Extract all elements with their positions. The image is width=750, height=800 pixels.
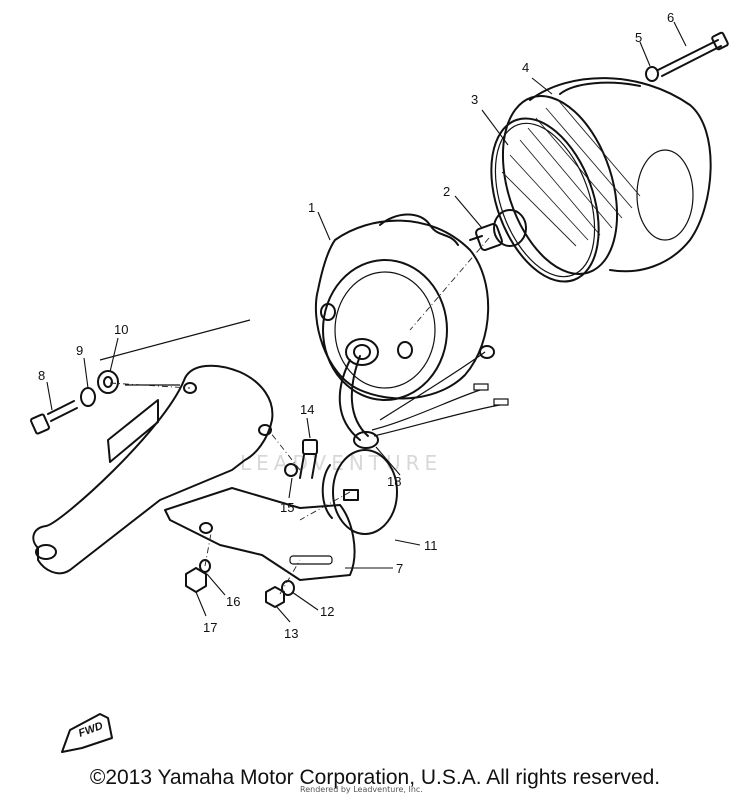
callout-11: 11 (424, 538, 438, 553)
part-5-washer (645, 66, 659, 82)
part-8-bolt (29, 400, 78, 435)
callout-9: 9 (76, 343, 83, 358)
callout-15: 15 (280, 500, 294, 515)
fwd-arrow-icon: FWD (61, 713, 113, 753)
callout-1: 1 (308, 200, 315, 215)
part-16-washer (199, 559, 211, 573)
callout-4: 4 (522, 60, 529, 75)
fwd-label: FWD (77, 720, 105, 740)
construction-lines (109, 237, 490, 595)
rendered-by-credit: Rendered by Leadventure, Inc. (300, 785, 423, 794)
part-15-washer (284, 463, 298, 477)
part-3-gasket (490, 117, 600, 283)
part-17-nut (185, 567, 207, 593)
callout-8: 8 (38, 368, 45, 383)
part-4-lens (501, 77, 712, 275)
callout-12: 12 (320, 604, 334, 619)
callout-5: 5 (635, 30, 642, 45)
part-1-housing (314, 213, 490, 401)
callout-7: 7 (396, 561, 403, 576)
part-6-screw (657, 31, 729, 77)
callout-17: 17 (203, 620, 217, 635)
callout-16: 16 (226, 594, 240, 609)
callout-14: 14 (300, 402, 314, 417)
callout-13: 13 (284, 626, 298, 641)
watermark: LEADVENTURE (240, 451, 442, 475)
part-7-bracket (32, 319, 356, 581)
part-10-nut (97, 370, 119, 394)
part-14-screw (299, 439, 318, 479)
callout-10: 10 (114, 322, 128, 337)
callout-18: 18 (387, 474, 401, 489)
copyright-notice: ©2013 Yamaha Motor Corporation, U.S.A. A… (89, 766, 661, 789)
callout-6: 6 (667, 10, 674, 25)
callout-2: 2 (443, 184, 450, 199)
part-13-nut (265, 586, 285, 608)
part-11-cap (321, 449, 398, 535)
leader-lines (46, 21, 687, 623)
callout-3: 3 (471, 92, 478, 107)
part-9-washer (80, 387, 96, 407)
part-18-wiring (338, 345, 509, 449)
part-2-bulb (469, 209, 527, 251)
